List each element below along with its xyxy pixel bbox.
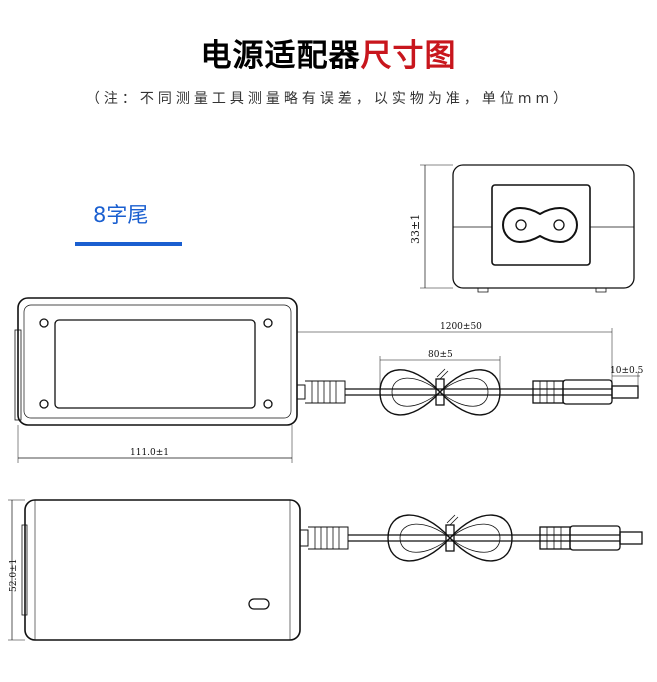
cable-length-dimension: 1200±50: [440, 322, 482, 332]
title-black: 电源适配器: [200, 38, 361, 74]
measurement-note: （注：不同测量工具测量略有误差，以实物为准，单位mm）: [85, 91, 572, 107]
label-underline: [75, 242, 182, 246]
title-red: 尺寸图: [360, 38, 457, 74]
front-view: 33±1: [409, 164, 635, 293]
height-dimension: 33±1: [409, 214, 422, 244]
figure8-socket-icon: [502, 206, 578, 244]
page-title: 电源适配器尺寸图: [0, 30, 657, 75]
width-dimension: 52.0±1: [9, 559, 19, 592]
length-dimension: 111.0±1: [130, 448, 169, 458]
top-view: 111.0±1 1200±50 80±5 10±0.5: [14, 297, 644, 463]
side-view: 52.0±1: [8, 499, 643, 641]
connector-type-label: 8字尾: [93, 203, 149, 227]
plug-dimension: 10±0.5: [610, 366, 644, 376]
loop-dimension: 80±5: [428, 350, 453, 360]
